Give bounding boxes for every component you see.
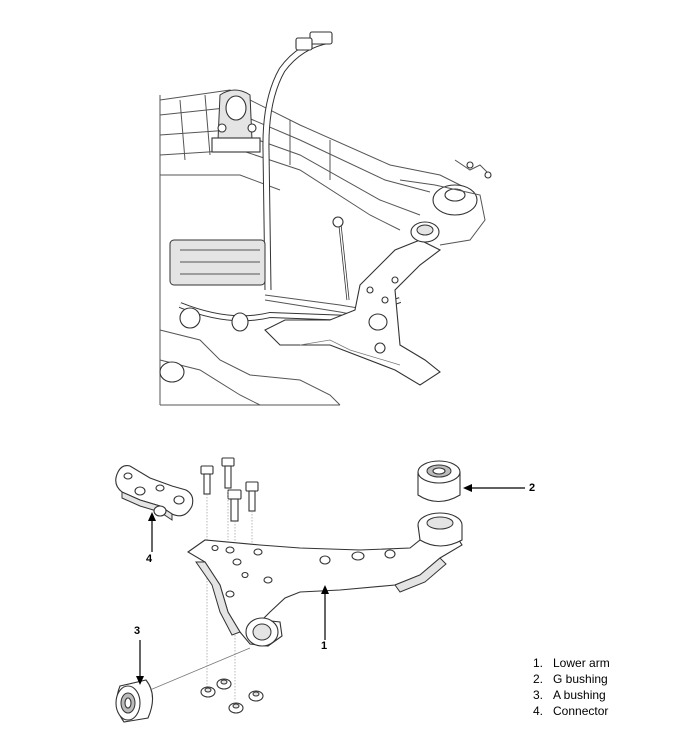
callout-2-label: 2 <box>529 482 536 494</box>
parts-legend: 1.Lower arm 2.G bushing 3.A bushing 4.Co… <box>533 655 610 719</box>
installed-assembly-view <box>159 31 492 406</box>
a-bushing-part <box>115 679 154 723</box>
bolts <box>200 457 259 522</box>
callout-3-label: 3 <box>134 625 141 637</box>
legend-item: 3.A bushing <box>533 688 606 702</box>
connector-part <box>115 465 194 521</box>
legend-item: 1.Lower arm <box>533 656 610 670</box>
callout-1-label: 1 <box>321 640 328 652</box>
legend-item: 4.Connector <box>533 704 609 718</box>
callout-4-label: 4 <box>146 553 153 565</box>
nuts <box>200 678 264 714</box>
exploded-parts-view <box>115 457 525 723</box>
legend-item: 2.G bushing <box>533 672 608 686</box>
g-bushing-part <box>417 460 461 503</box>
